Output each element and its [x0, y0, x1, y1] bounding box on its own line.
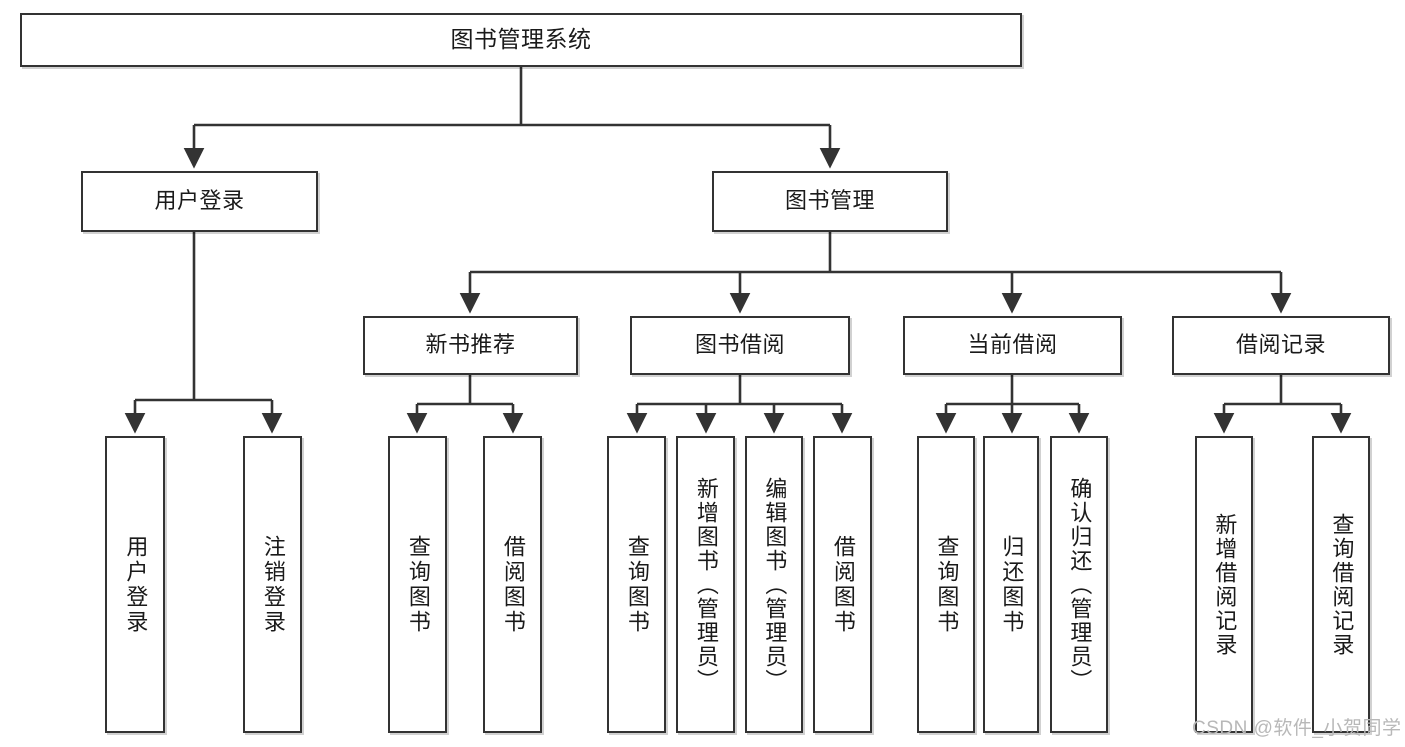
leaf-logout-label: 注销登录 — [260, 534, 286, 635]
leaf-edit-book-label: 编辑图书（管理员） — [762, 476, 788, 693]
leaf-borrow-book-1-label: 借阅图书 — [500, 534, 526, 635]
leaf-borrow-book-2-label: 借阅图书 — [830, 534, 856, 635]
leaf-query-record[interactable]: 查询借阅记录 — [1312, 436, 1370, 733]
leaf-query-book-1-label: 查询图书 — [405, 534, 431, 635]
leaf-query-book-1[interactable]: 查询图书 — [388, 436, 447, 733]
leaf-query-book-2-label: 查询图书 — [624, 534, 650, 635]
node-borrow-record[interactable]: 借阅记录 — [1172, 316, 1390, 375]
node-user-login-label: 用户登录 — [154, 188, 245, 214]
leaf-query-record-label: 查询借阅记录 — [1329, 512, 1355, 657]
node-user-login[interactable]: 用户登录 — [81, 171, 318, 232]
leaf-add-record[interactable]: 新增借阅记录 — [1195, 436, 1253, 733]
leaf-return-book[interactable]: 归还图书 — [983, 436, 1039, 733]
leaf-logout[interactable]: 注销登录 — [243, 436, 302, 733]
leaf-borrow-book-2[interactable]: 借阅图书 — [813, 436, 872, 733]
leaf-borrow-book-1[interactable]: 借阅图书 — [483, 436, 542, 733]
leaf-edit-book[interactable]: 编辑图书（管理员） — [745, 436, 803, 733]
node-borrow-record-label: 借阅记录 — [1235, 332, 1326, 358]
leaf-query-book-2[interactable]: 查询图书 — [607, 436, 666, 733]
node-book-borrow-label: 图书借阅 — [694, 332, 785, 358]
leaf-add-record-label: 新增借阅记录 — [1212, 512, 1238, 657]
node-book-manage[interactable]: 图书管理 — [712, 171, 948, 232]
node-current-borrow[interactable]: 当前借阅 — [903, 316, 1122, 375]
leaf-add-book[interactable]: 新增图书（管理员） — [676, 436, 735, 733]
leaf-query-book-3-label: 查询图书 — [934, 534, 960, 635]
node-root[interactable]: 图书管理系统 — [20, 13, 1022, 67]
node-book-borrow[interactable]: 图书借阅 — [630, 316, 850, 375]
node-root-label: 图书管理系统 — [450, 26, 592, 53]
leaf-return-book-label: 归还图书 — [999, 534, 1025, 635]
leaf-confirm-return-label: 确认归还（管理员） — [1067, 476, 1093, 693]
leaf-query-book-3[interactable]: 查询图书 — [917, 436, 975, 733]
leaf-confirm-return[interactable]: 确认归还（管理员） — [1050, 436, 1108, 733]
leaf-add-book-label: 新增图书（管理员） — [693, 476, 719, 693]
node-new-book-rec[interactable]: 新书推荐 — [363, 316, 578, 375]
node-book-manage-label: 图书管理 — [784, 188, 875, 214]
node-current-borrow-label: 当前借阅 — [967, 332, 1058, 358]
leaf-user-login[interactable]: 用户登录 — [105, 436, 165, 733]
leaf-user-login-label: 用户登录 — [123, 534, 149, 635]
watermark: CSDN @软件_小贺同学 — [1192, 718, 1402, 739]
node-new-book-rec-label: 新书推荐 — [425, 332, 516, 358]
